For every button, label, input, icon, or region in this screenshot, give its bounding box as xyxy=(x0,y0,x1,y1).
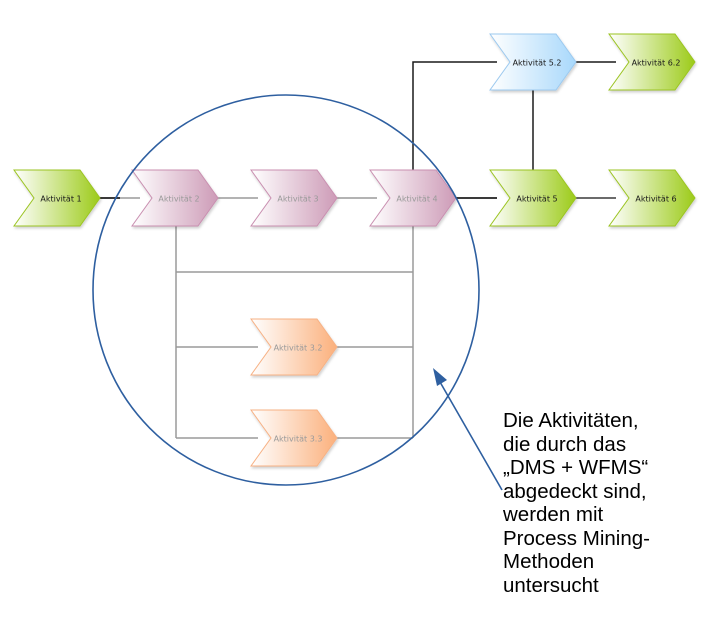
activity-shape[interactable] xyxy=(250,409,338,467)
activity-shape[interactable] xyxy=(489,33,577,91)
highlight-circle xyxy=(92,94,480,486)
arrow-shaft xyxy=(439,381,503,491)
activity-shape[interactable] xyxy=(13,169,101,227)
annotation-arrow xyxy=(433,368,503,491)
activity-a2[interactable]: Aktivität 2 xyxy=(131,169,219,227)
activity-shape[interactable] xyxy=(608,33,696,91)
activity-a33[interactable]: Aktivität 3.3 xyxy=(250,409,338,467)
arrow-head-icon xyxy=(433,368,447,386)
activity-label: Aktivität 5 xyxy=(516,195,557,204)
activity-shape[interactable] xyxy=(369,169,457,227)
activity-a52[interactable]: Aktivität 5.2 xyxy=(489,33,577,91)
activity-shape[interactable] xyxy=(131,169,219,227)
activity-label: Aktivität 6.2 xyxy=(632,59,681,68)
activity-label: Aktivität 2 xyxy=(158,195,199,204)
activity-label: Aktivität 3 xyxy=(277,195,318,204)
activity-label: Aktivität 3.2 xyxy=(274,344,323,353)
activity-a62[interactable]: Aktivität 6.2 xyxy=(608,33,696,91)
activity-shape[interactable] xyxy=(250,318,338,376)
activity-a1[interactable]: Aktivität 1 xyxy=(13,169,101,227)
activity-label: Aktivität 5.2 xyxy=(513,59,562,68)
activity-label: Aktivität 3.3 xyxy=(274,435,323,444)
activity-a32[interactable]: Aktivität 3.2 xyxy=(250,318,338,376)
activity-label: Aktivität 4 xyxy=(396,195,437,204)
activity-label: Aktivität 6 xyxy=(635,195,676,204)
activity-a5[interactable]: Aktivität 5 xyxy=(489,169,577,227)
connector-a4-a52 xyxy=(412,61,497,170)
activity-shape[interactable] xyxy=(489,169,577,227)
activity-shape[interactable] xyxy=(250,169,338,227)
activity-a3[interactable]: Aktivität 3 xyxy=(250,169,338,227)
activity-a6[interactable]: Aktivität 6 xyxy=(608,169,696,227)
activity-a4[interactable]: Aktivität 4 xyxy=(369,169,457,227)
connections-layer xyxy=(98,61,616,439)
annotation-note: Die Aktivitäten, die durch das „DMS + WF… xyxy=(503,409,650,597)
activities-layer: Aktivität 1 Aktivität 2 Aktivität 3 Aktivit… xyxy=(13,33,696,467)
activity-shape[interactable] xyxy=(608,169,696,227)
activity-label: Aktivität 1 xyxy=(40,195,81,204)
